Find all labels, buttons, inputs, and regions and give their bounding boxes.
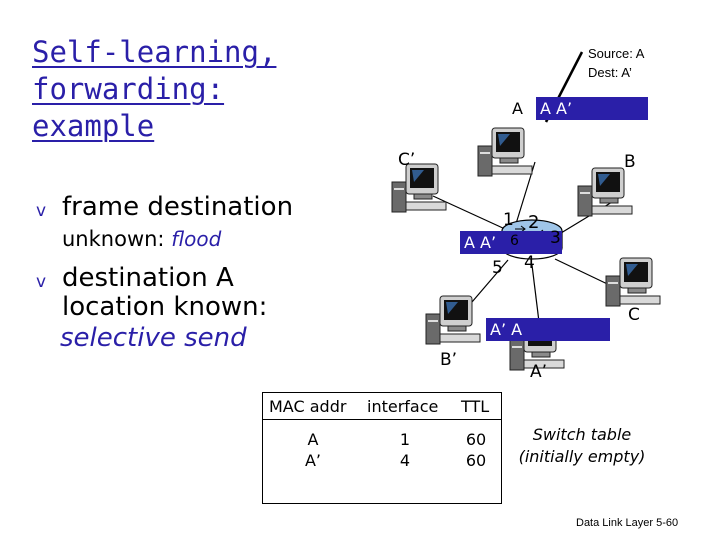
host-bprime-computer-icon — [425, 295, 481, 345]
interface-5-label: 5 — [492, 258, 503, 278]
bullet-2-line-2: location known: — [62, 292, 268, 322]
header-interface: interface — [367, 397, 439, 416]
bullet-marker-1: v — [36, 201, 47, 221]
interface-6-label: 6 — [510, 233, 519, 249]
bullet-1-line-1: frame destination — [62, 192, 294, 222]
footer-label: Data Link Layer 5-60 — [576, 517, 679, 529]
host-label-cprime: C’ — [398, 150, 416, 170]
link-cprime — [432, 195, 506, 230]
interface-4-label: 4 — [524, 253, 535, 273]
source-label: Source: A — [588, 46, 645, 61]
host-label-aprime: A’ — [530, 362, 548, 382]
flood-label: flood — [171, 227, 222, 251]
bullet-1-text: unknown: — [62, 227, 172, 251]
host-label-b: B — [624, 152, 636, 172]
host-label-bprime: B’ — [440, 350, 458, 370]
slide-title: Self-learning, forwarding: example — [32, 34, 276, 145]
interface-2-label: 2 — [528, 212, 540, 233]
frame-top-label: A A’ — [540, 99, 573, 118]
header-mac-addr: MAC addr — [269, 397, 347, 416]
frame-bottom-label: A’ A — [490, 320, 523, 339]
cell-ttl-1: 60 — [465, 430, 487, 449]
host-a-computer-icon — [477, 127, 533, 177]
frame-top: A A’ — [536, 97, 648, 120]
frame-top-src: A — [512, 99, 523, 118]
title-line-3: example — [32, 109, 155, 143]
cell-iface-1: 1 — [399, 430, 411, 449]
table-note-line-1: Switch table — [532, 425, 632, 444]
source-dest-note: Source: A Dest: A’ — [588, 44, 644, 82]
header-ttl: TTL — [461, 397, 490, 416]
bullet-1-line-2: unknown: flood — [62, 227, 221, 251]
host-b-computer-icon — [577, 167, 633, 217]
cell-mac-1: A — [307, 430, 319, 449]
table-note: Switch table (initially empty) — [512, 424, 652, 468]
bullet-2-line-3: selective send — [60, 323, 247, 353]
interface-3-label: 3 — [550, 228, 561, 248]
title-line-2: forwarding: — [32, 72, 225, 106]
bullet-2-line-1: destination A — [62, 263, 234, 293]
cell-mac-2: A’ — [304, 451, 322, 470]
table-note-line-2: (initially empty) — [518, 447, 646, 466]
interface-1-label: 1 — [503, 210, 514, 230]
host-c-computer-icon — [605, 257, 661, 307]
title-line-1: Self-learning, — [32, 35, 277, 69]
dest-label: Dest: A’ — [588, 65, 632, 80]
host-cprime-computer-icon — [391, 163, 447, 213]
cell-iface-2: 4 — [399, 451, 411, 470]
cell-ttl-2: 60 — [465, 451, 487, 470]
frame-bottom: A’ A — [486, 318, 610, 341]
host-label-c: C — [628, 305, 640, 325]
bullet-marker-2: v — [36, 272, 47, 292]
switch-table: MAC addr interface TTL A A’ 1 4 60 60 — [262, 392, 502, 504]
frame-middle: A A’ — [460, 231, 562, 254]
frame-middle-label: A A’ — [464, 233, 497, 252]
